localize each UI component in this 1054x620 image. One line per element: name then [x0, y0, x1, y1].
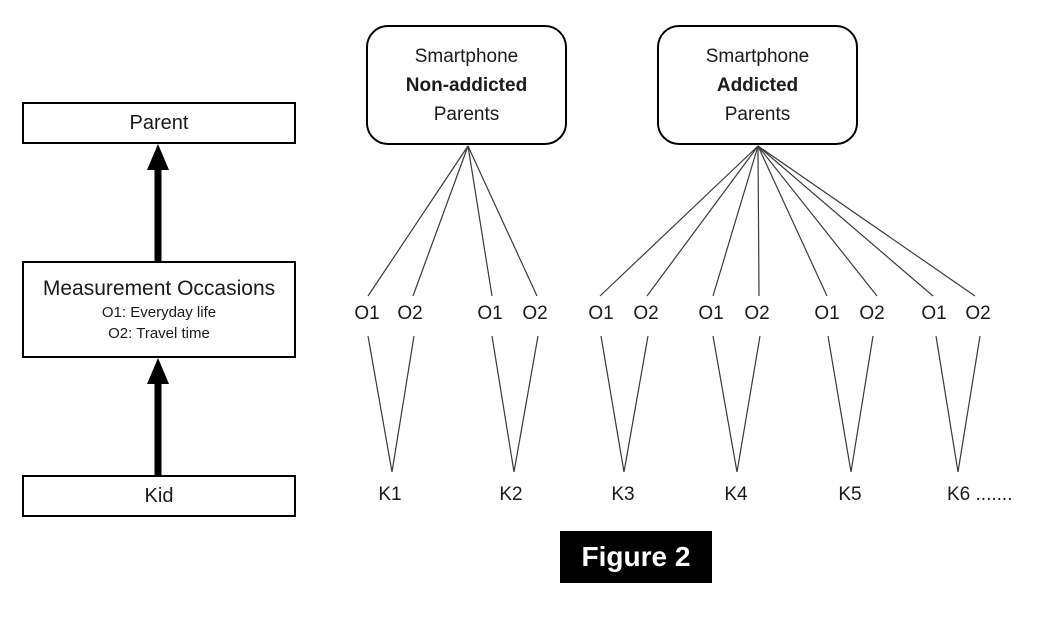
measurement-o1-definition: O1: Everyday life: [101, 303, 217, 321]
group2-line3: Parents: [724, 103, 791, 125]
kid-label: Kid: [144, 485, 174, 507]
group1-line1: Smartphone: [414, 45, 519, 67]
kid-label-k3: K3: [611, 484, 635, 505]
group2-line1: Smartphone: [705, 45, 810, 67]
fan-addicted-parents: [599, 145, 976, 297]
addicted-parents-box: Smartphone Addicted Parents: [657, 25, 858, 145]
arrow-kid-to-measurement: [147, 358, 169, 475]
figure-caption: Figure 2: [560, 531, 712, 583]
group1-line2: Non-addicted: [405, 74, 528, 96]
group2-line2: Addicted: [716, 74, 799, 96]
kid-box: Kid: [22, 475, 296, 517]
occasion-o1-k4: O1: [698, 303, 724, 324]
group1-line3: Parents: [433, 103, 500, 125]
fan-non-addicted-parents: [367, 145, 538, 297]
kid-label-k6: K6 .......: [947, 484, 1013, 505]
non-addicted-parents-box: Smartphone Non-addicted Parents: [366, 25, 567, 145]
occasion-o1-k6: O1: [921, 303, 947, 324]
occasion-to-kid-lines: [367, 335, 981, 473]
occasion-o1-k3: O1: [588, 303, 614, 324]
kid-label-k1: K1: [378, 484, 402, 505]
kid-label-k4: K4: [724, 484, 748, 505]
occasion-o2-k3: O2: [633, 303, 659, 324]
occasion-o2-k4: O2: [744, 303, 770, 324]
occasion-o2-k2: O2: [522, 303, 548, 324]
occasion-o1-k5: O1: [814, 303, 840, 324]
arrow-measurement-to-parent: [147, 144, 169, 261]
measurement-o2-definition: O2: Travel time: [108, 324, 210, 342]
measurement-occasions-box: Measurement Occasions O1: Everyday life …: [22, 261, 296, 358]
measurement-title: Measurement Occasions: [42, 276, 276, 300]
kid-label-k2: K2: [499, 484, 523, 505]
occasion-o2-k1: O2: [397, 303, 423, 324]
kid-label-k5: K5: [838, 484, 862, 505]
occasion-o2-k5: O2: [859, 303, 885, 324]
occasion-o1-k1: O1: [354, 303, 380, 324]
occasion-o2-k6: O2: [965, 303, 991, 324]
parent-label: Parent: [129, 112, 189, 134]
parent-box: Parent: [22, 102, 296, 144]
occasion-o1-k2: O1: [477, 303, 503, 324]
